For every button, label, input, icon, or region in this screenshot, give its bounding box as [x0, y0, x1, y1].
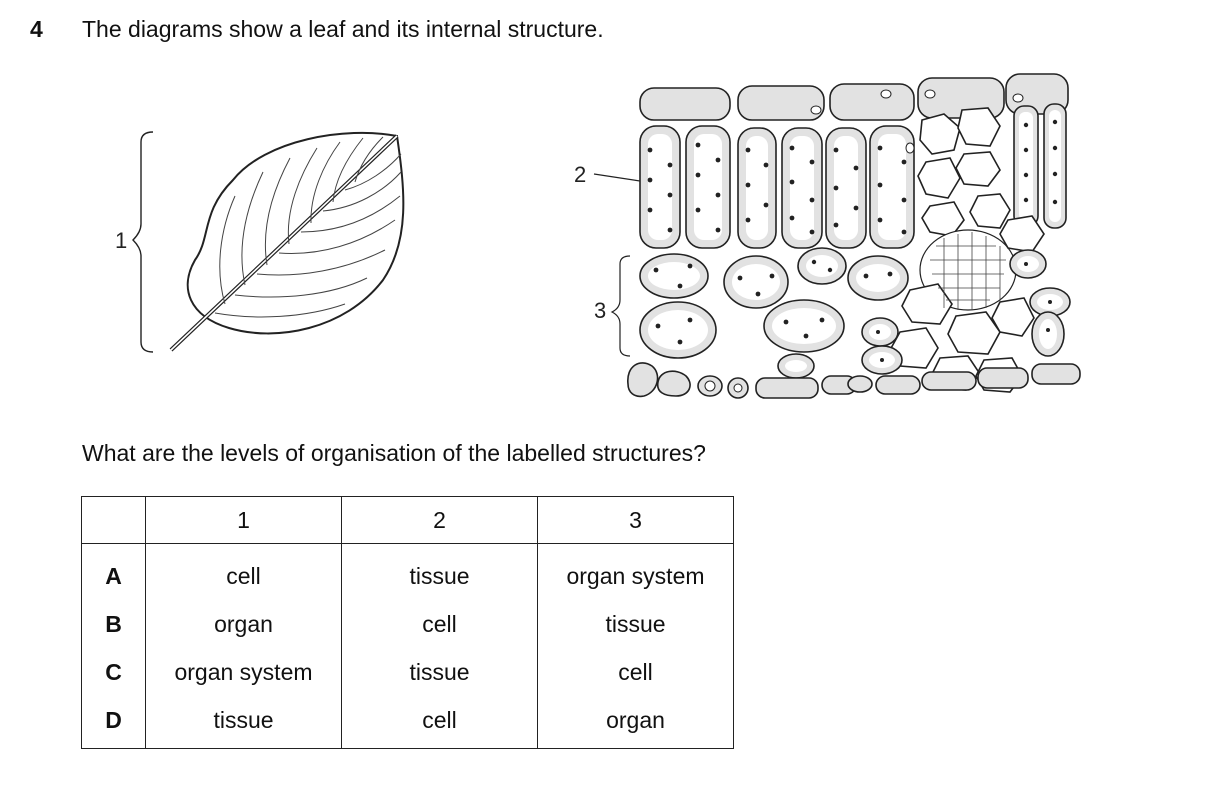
- option-letter: B: [81, 600, 146, 648]
- header-cell: [81, 496, 146, 544]
- option-letter: A: [81, 543, 146, 600]
- option-cell: organ: [537, 696, 734, 749]
- upper-epidermis: [639, 73, 1069, 121]
- header-cell: 3: [537, 496, 734, 544]
- option-cell: organ system: [145, 648, 342, 696]
- option-cell: organ: [145, 600, 342, 648]
- leaf-cross-section: 2 3: [574, 73, 1081, 399]
- option-row-a[interactable]: A cell tissue organ system: [81, 543, 734, 600]
- lower-epidermis: [627, 362, 1081, 399]
- option-cell: cell: [341, 696, 538, 749]
- option-row-d[interactable]: D tissue cell organ: [81, 696, 734, 749]
- table-header-row: 1 2 3: [81, 496, 734, 544]
- leaf-bracket: [132, 131, 154, 353]
- option-cell: tissue: [145, 696, 342, 749]
- option-row-c[interactable]: C organ system tissue cell: [81, 648, 734, 696]
- option-row-b[interactable]: B organ cell tissue: [81, 600, 734, 648]
- spongy-label: 3: [594, 298, 606, 323]
- option-cell: cell: [341, 600, 538, 648]
- option-cell: cell: [537, 648, 734, 696]
- leaf-veins: [214, 136, 402, 318]
- option-cell: cell: [145, 543, 342, 600]
- header-cell: 2: [341, 496, 538, 544]
- leaf-label: 1: [115, 228, 127, 253]
- option-letter: C: [81, 648, 146, 696]
- answer-table: 1 2 3 A cell tissue organ system B organ…: [81, 496, 734, 749]
- palisade-label: 2: [574, 162, 586, 187]
- question-text: The diagrams show a leaf and its interna…: [82, 16, 604, 42]
- option-cell: tissue: [341, 648, 538, 696]
- question-prompt: What are the levels of organisation of t…: [82, 440, 706, 466]
- leaf-diagram: 1: [115, 131, 405, 353]
- option-cell: organ system: [537, 543, 734, 600]
- question-number: 4: [30, 16, 43, 42]
- header-cell: 1: [145, 496, 342, 544]
- option-letter: D: [81, 696, 146, 749]
- option-cell: tissue: [341, 543, 538, 600]
- option-cell: tissue: [537, 600, 734, 648]
